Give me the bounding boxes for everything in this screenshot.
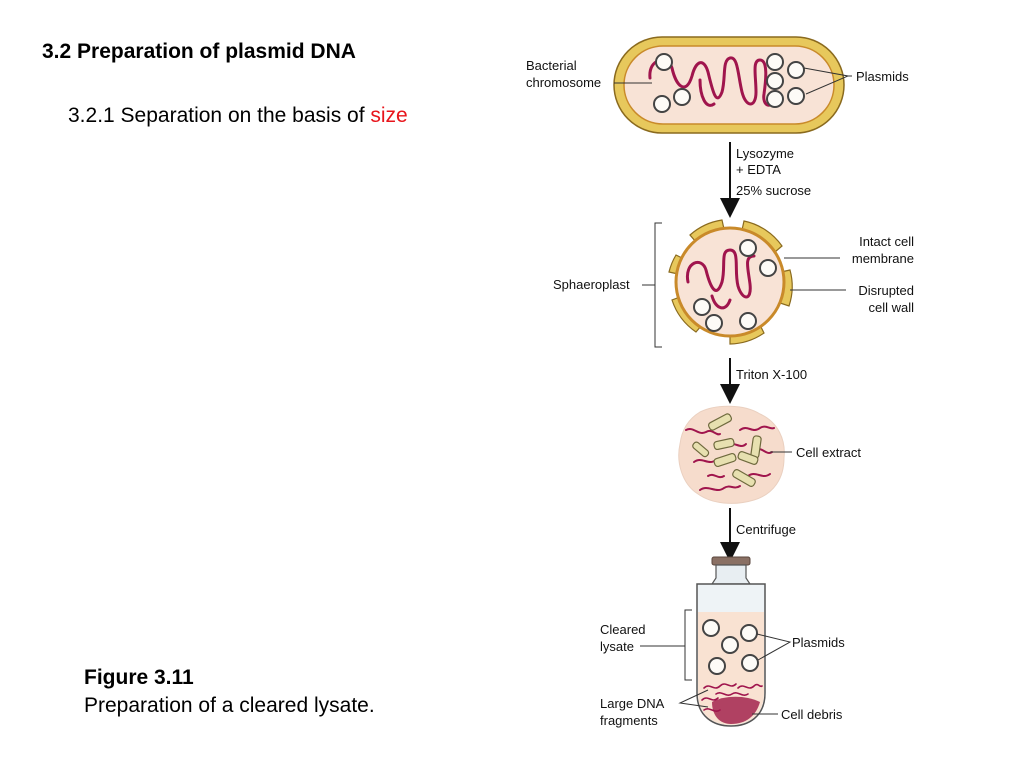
- dna-strand: [715, 692, 749, 696]
- plasmid: [708, 657, 726, 675]
- step3-label: Centrifuge: [736, 522, 796, 537]
- dna-strand: [737, 683, 763, 689]
- spheroplast: [642, 219, 846, 348]
- plasmid: [766, 90, 784, 108]
- subtitle-highlight: size: [370, 104, 408, 127]
- tube-plasmids-label: Plasmids: [792, 635, 845, 650]
- spheroplast-chromosome: [685, 248, 756, 310]
- step2-label: Triton X-100: [736, 367, 807, 382]
- sphaeroplast-bracket: [654, 222, 662, 348]
- cell-debris-pellet: [712, 696, 760, 724]
- plasmid: [655, 53, 673, 71]
- cell-plasmids: [653, 53, 805, 113]
- dna-strand: [703, 708, 721, 712]
- wall-label-line1: Disrupted: [858, 283, 914, 298]
- cleared-lysate-label-line1: Cleared: [600, 622, 646, 637]
- tube-plasmids: [702, 619, 759, 675]
- dna-strand: [703, 683, 737, 689]
- chromosome-label-line2: chromosome: [526, 75, 601, 90]
- cleared-lysate-bracket: [684, 609, 692, 681]
- wall-fragment: [713, 452, 737, 468]
- step1-label-line2: + EDTA: [736, 162, 781, 177]
- dna-strand: [701, 697, 719, 701]
- fragments-label-line2: fragments: [600, 713, 658, 728]
- plasmid: [787, 87, 805, 105]
- wall-fragment: [692, 441, 710, 458]
- extract-wall-fragments: [692, 413, 762, 487]
- plasmid: [705, 314, 723, 332]
- plasmid: [702, 619, 720, 637]
- extract-label: Cell extract: [796, 445, 861, 460]
- plasmid: [766, 72, 784, 90]
- membrane-label-line1: Intact cell: [859, 234, 914, 249]
- step1-label-line3: 25% sucrose: [736, 183, 811, 198]
- fragments-label-line1: Large DNA: [600, 696, 665, 711]
- wall-fragment: [737, 451, 759, 465]
- membrane-label-line2: membrane: [852, 251, 914, 266]
- debris-label: Cell debris: [781, 707, 843, 722]
- plasmid: [653, 95, 671, 113]
- wall-fragment: [732, 469, 756, 487]
- tube-plasmids-leader-line: [756, 633, 792, 661]
- figure-caption-text: Preparation of a cleared lysate.: [84, 694, 375, 717]
- tube-neck: [710, 564, 752, 585]
- plasmid: [721, 636, 739, 654]
- plasmid: [693, 298, 711, 316]
- plasmid: [787, 61, 805, 79]
- plasmid: [759, 259, 777, 277]
- dna-strand: [699, 485, 741, 491]
- cleared-lysate-label-line2: lysate: [600, 639, 634, 654]
- sphaeroplast-label: Sphaeroplast: [553, 277, 630, 292]
- step1-label-line1: Lysozyme: [736, 146, 794, 161]
- centrifuge-tube: [640, 556, 792, 727]
- large-dna-fragments: [701, 683, 763, 712]
- plasmid: [739, 239, 757, 257]
- plasmids-label: Plasmids: [856, 69, 909, 84]
- dna-strand: [685, 428, 721, 436]
- dna-strand: [707, 473, 725, 479]
- chromosome-label-line1: Bacterial: [526, 58, 577, 73]
- subtitle-prefix: 3.2.1 Separation on the basis of: [68, 104, 371, 127]
- wall-fragment: [707, 413, 733, 431]
- figure-number: Figure 3.11: [84, 666, 194, 689]
- intact-cell-membrane: [674, 226, 786, 338]
- bacterial-cell: [613, 36, 852, 134]
- cell-extract: [678, 405, 792, 504]
- figure-caption: Figure 3.11 Preparation of a cleared lys…: [84, 664, 375, 720]
- wall-fragment: [713, 437, 735, 451]
- dna-strand: [747, 473, 771, 477]
- plasmid: [740, 624, 758, 642]
- spheroplast-plasmids: [693, 239, 777, 332]
- plasmid: [766, 53, 784, 71]
- plasmid: [739, 312, 757, 330]
- dna-strand: [739, 425, 775, 431]
- plasmid: [741, 654, 759, 672]
- slide-title: 3.2 Preparation of plasmid DNA: [42, 40, 356, 63]
- fragments-leader-line: [678, 689, 709, 708]
- tube-cap: [711, 556, 751, 566]
- bacterial-chromosome: [648, 56, 776, 107]
- plasmid: [673, 88, 691, 106]
- wall-label-line2: cell wall: [868, 300, 914, 315]
- slide-subtitle: 3.2.1 Separation on the basis of size: [68, 104, 408, 128]
